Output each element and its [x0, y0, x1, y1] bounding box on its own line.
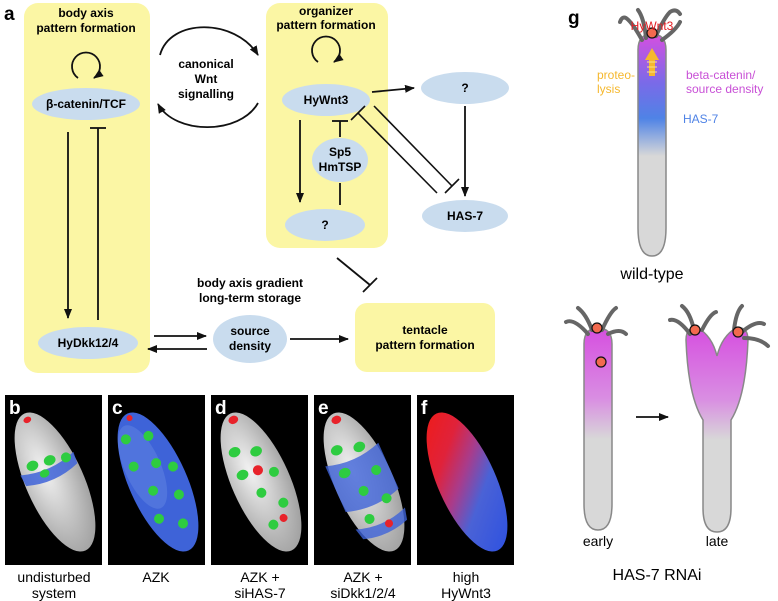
- source-density-line1: source: [230, 324, 270, 338]
- organizer-inhibits-tentacle-bar: [362, 277, 378, 293]
- simulation-d: d: [211, 395, 308, 565]
- unknown-bottom-node: [285, 209, 365, 241]
- has7-inhibits-hywnt3-bar: [350, 105, 366, 121]
- caption-f-line1: high: [453, 569, 479, 585]
- tentacle-box: [355, 303, 495, 372]
- rnai-late-hydra: [668, 304, 770, 533]
- g-has7-label: HAS-7: [683, 112, 719, 126]
- hywnt3-self-loop: [311, 35, 344, 63]
- source-density-node: [213, 315, 287, 363]
- g-hywnt3-label: HyWnt3: [631, 19, 674, 33]
- panel-label-e: e: [318, 398, 329, 419]
- organizer-title-line2: pattern formation: [276, 18, 375, 32]
- organizer-box: [266, 3, 388, 248]
- gradient-label-line1: body axis gradient: [197, 276, 303, 290]
- simulation-c: c: [108, 395, 205, 565]
- hywnt3-inhibits-has7-bar: [444, 178, 460, 194]
- hywnt3-to-unknown-arrow: [371, 84, 415, 93]
- organizer-inhibits-tentacle-line: [336, 257, 371, 286]
- tentacle-line2: pattern formation: [375, 338, 474, 352]
- canonical-wnt-line3: signalling: [178, 87, 234, 101]
- caption-d-line2: siHAS-7: [234, 585, 286, 601]
- panel-label-g: g: [568, 8, 580, 29]
- canonical-wnt-line2: Wnt: [195, 72, 218, 86]
- wild-type-label: wild-type: [619, 266, 683, 283]
- panel-label-f: f: [421, 398, 428, 419]
- body-axis-title-line2: pattern formation: [36, 21, 135, 35]
- canonical-wnt-line1: canonical: [178, 57, 233, 71]
- simulation-e: e: [314, 395, 411, 565]
- sp5-label: Sp5: [329, 145, 351, 159]
- rnai-label: HAS-7 RNAi: [613, 567, 702, 584]
- organizer-title-line1: organizer: [299, 4, 353, 18]
- hywnt3-label: HyWnt3: [304, 93, 349, 107]
- late-label: late: [706, 533, 729, 549]
- beta-catenin-node: [32, 88, 140, 120]
- unknown-bottom-label: ?: [321, 218, 328, 232]
- caption-f-line2: HyWnt3: [441, 585, 491, 601]
- panel-label-c: c: [112, 398, 123, 419]
- wnt-to-organizer-arrow: [159, 26, 259, 56]
- has7-inhibits-hywnt3-line1: [357, 112, 438, 194]
- body-axis-box: [24, 3, 150, 373]
- hydkk-label: HyDkk12/4: [58, 336, 119, 350]
- body-axis-title-line1: body axis: [58, 6, 114, 20]
- caption-b-line1: undisturbed: [17, 569, 90, 585]
- caption-b-line2: system: [32, 585, 76, 601]
- panel-label-a: a: [4, 4, 15, 25]
- beta-catenin-self-loop: [71, 51, 104, 79]
- rnai-early-hydra: [564, 306, 628, 531]
- has7-label: HAS-7: [447, 209, 483, 223]
- proteolysis-line2: lysis: [597, 82, 620, 96]
- simulation-b: b: [5, 395, 102, 565]
- gradient-label-line2: long-term storage: [199, 291, 301, 305]
- unknown-top-node: [421, 72, 509, 104]
- simulation-f: f: [417, 395, 514, 565]
- beta-density-line2: source density: [686, 82, 763, 96]
- panel-label-b: b: [9, 398, 21, 419]
- beta-density-line1: beta-catenin/: [686, 68, 756, 82]
- hywnt3-node: [282, 84, 370, 116]
- proteolysis-line1: proteo-: [597, 68, 635, 82]
- has7-node: [422, 200, 508, 232]
- panel-label-d: d: [215, 398, 227, 419]
- beta-catenin-label: β-catenin/TCF: [46, 97, 126, 111]
- caption-c-line1: AZK: [142, 569, 170, 585]
- organizer-to-body-arrow: [157, 102, 259, 129]
- unknown-top-label: ?: [461, 81, 468, 95]
- wild-type-hydra: [618, 8, 682, 257]
- source-density-line2: density: [229, 339, 271, 353]
- tentacle-line1: tentacle: [402, 323, 448, 337]
- hywnt3-inhibits-has7-line: [373, 105, 453, 187]
- caption-d-line1: AZK +: [240, 569, 279, 585]
- hydkk-node: [38, 327, 138, 359]
- caption-e-line1: AZK +: [343, 569, 382, 585]
- caption-e-line2: siDkk1/2/4: [330, 585, 396, 601]
- sp5-hmtsp-node: [312, 138, 368, 182]
- hmtsp-label: HmTSP: [319, 160, 362, 174]
- early-label: early: [583, 533, 613, 549]
